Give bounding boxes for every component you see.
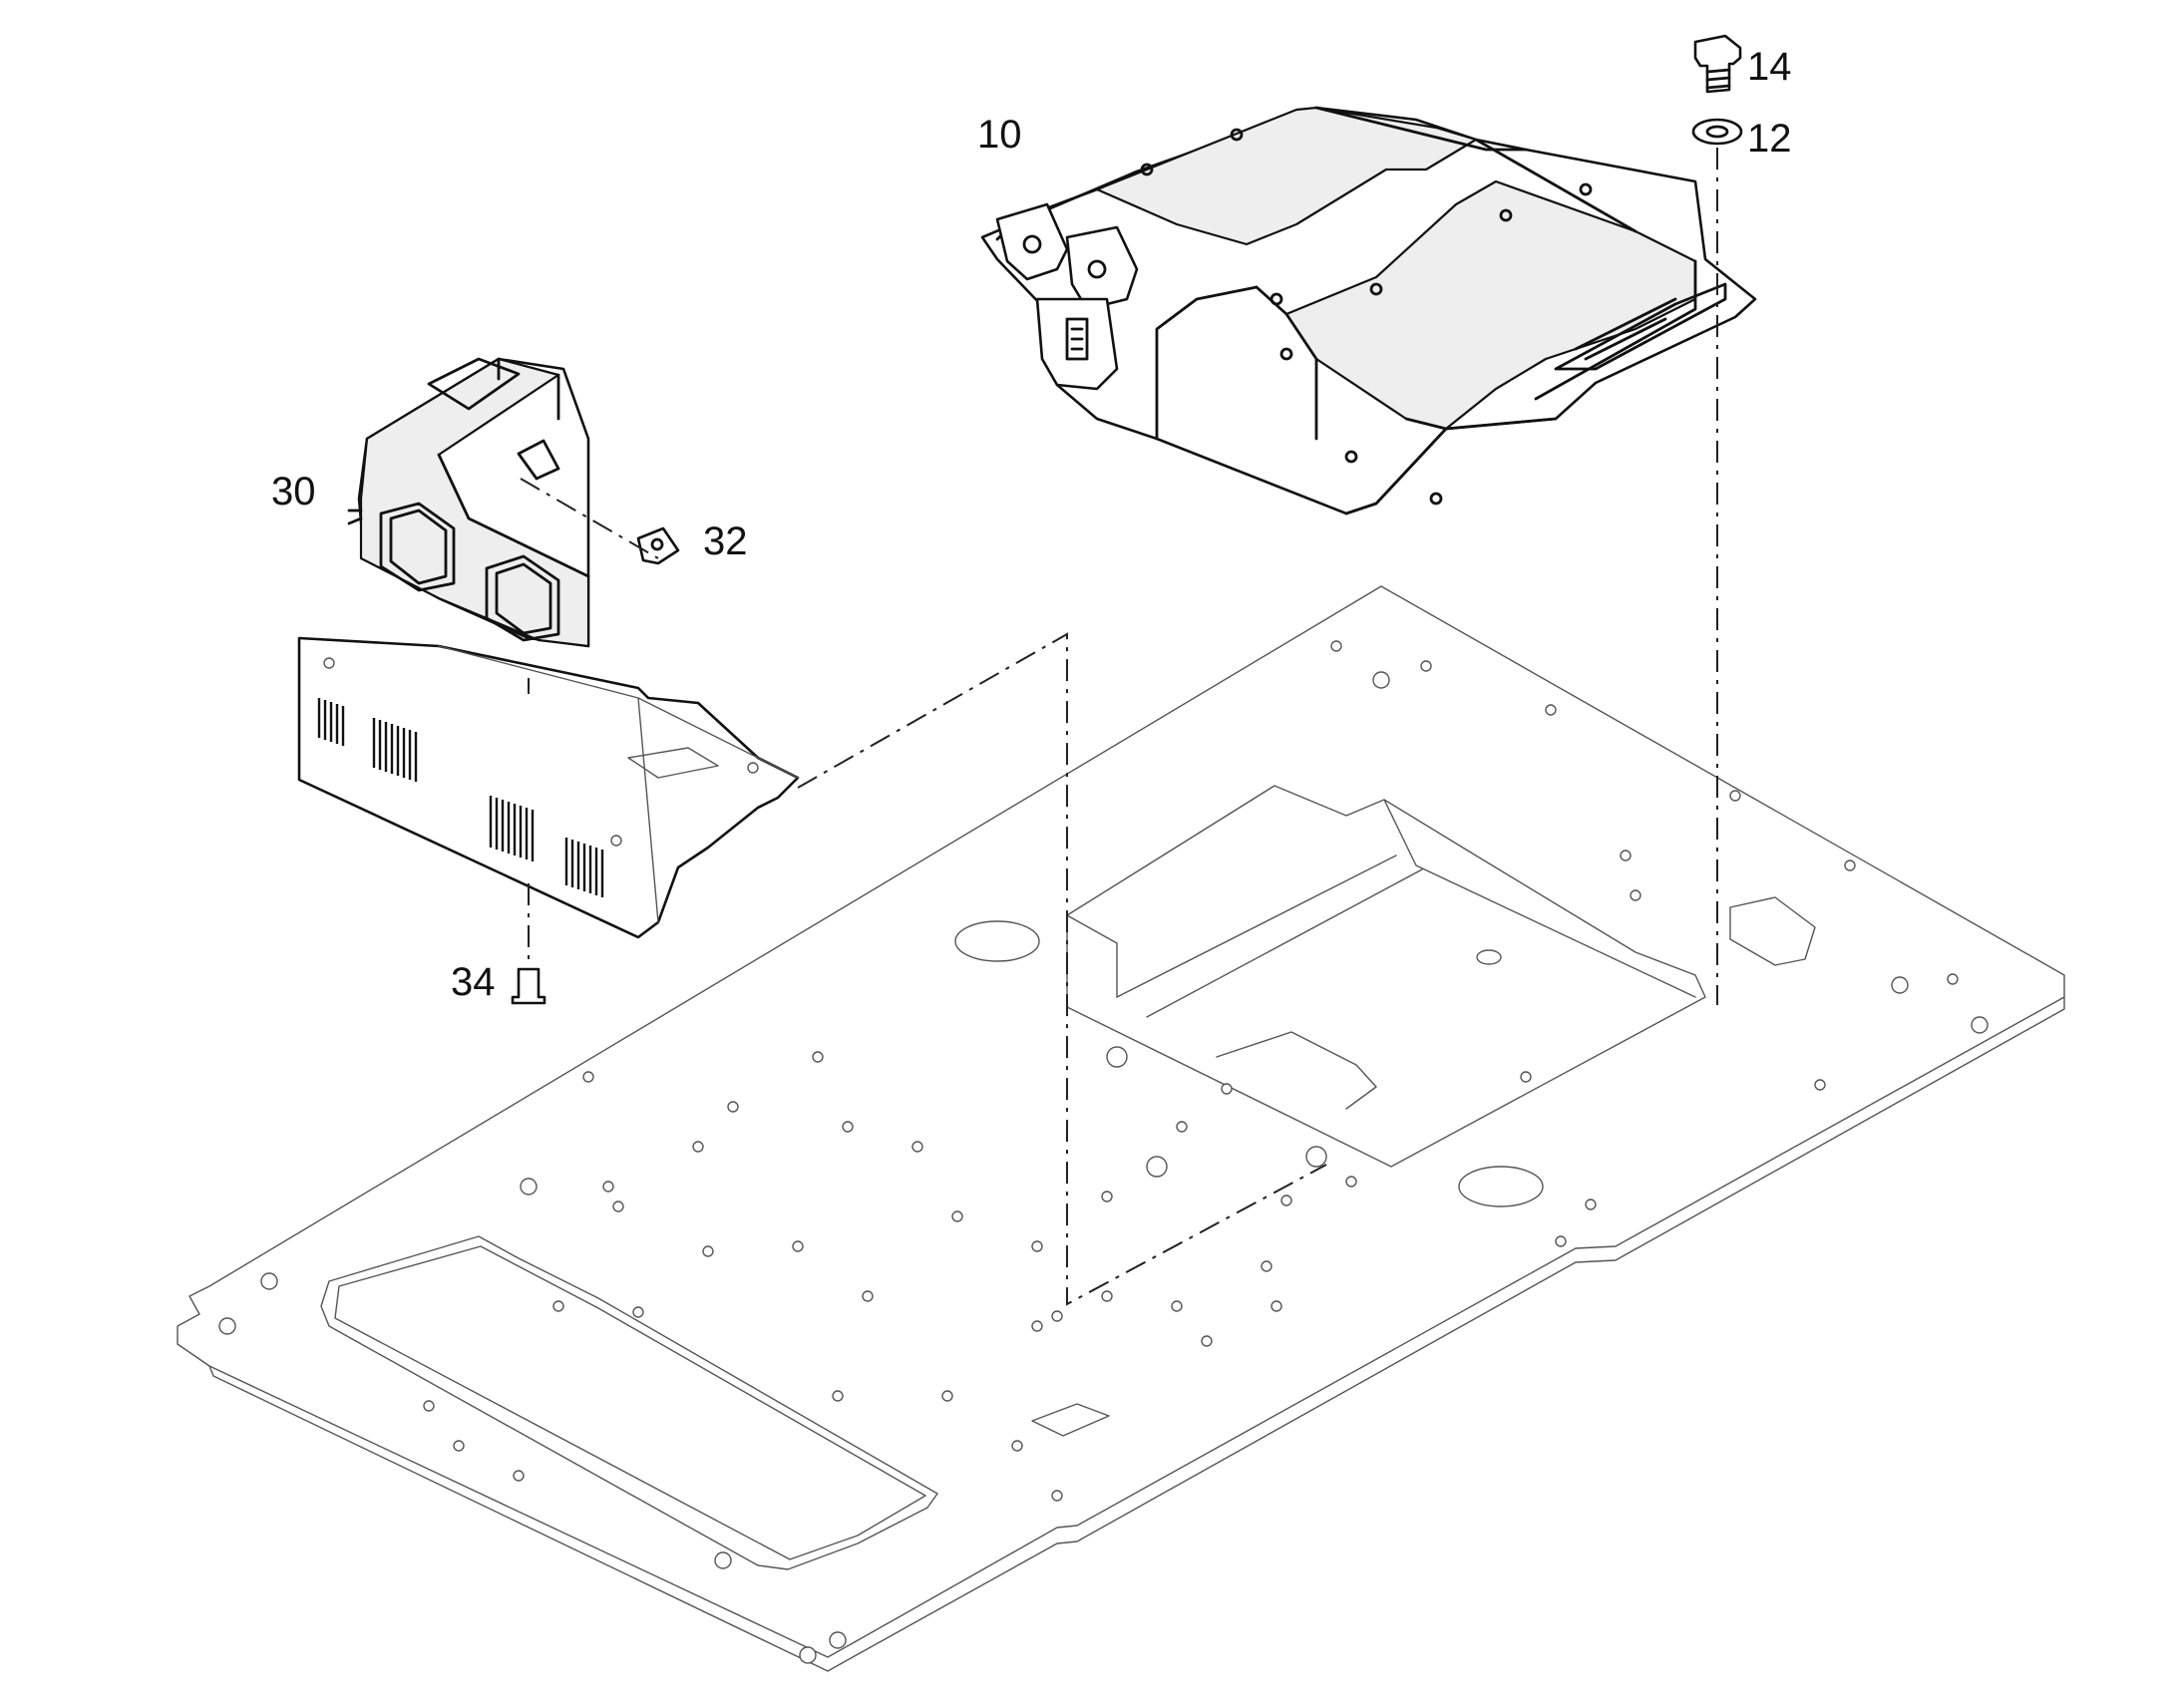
callout-labels: 10 14 12 30 32 34 [271, 45, 1792, 1004]
part-32-clip-nut [636, 526, 680, 565]
callout-30: 30 [271, 470, 316, 513]
callout-12: 12 [1747, 117, 1792, 161]
part-34-screw [511, 967, 546, 1005]
callout-34: 34 [451, 960, 496, 1004]
callout-32: 32 [703, 519, 748, 563]
assembly-lines [520, 148, 1718, 1306]
part-10-blower-unit [980, 106, 1757, 515]
vent-panel [297, 636, 800, 939]
floor-holes [218, 640, 1989, 1664]
callout-14: 14 [1747, 45, 1792, 89]
part-14-bolt [1693, 34, 1742, 94]
part-30-duct-housing [347, 357, 590, 648]
floor-panel [177, 585, 2065, 1672]
callout-10: 10 [977, 113, 1022, 157]
part-12-washer [1691, 118, 1743, 146]
